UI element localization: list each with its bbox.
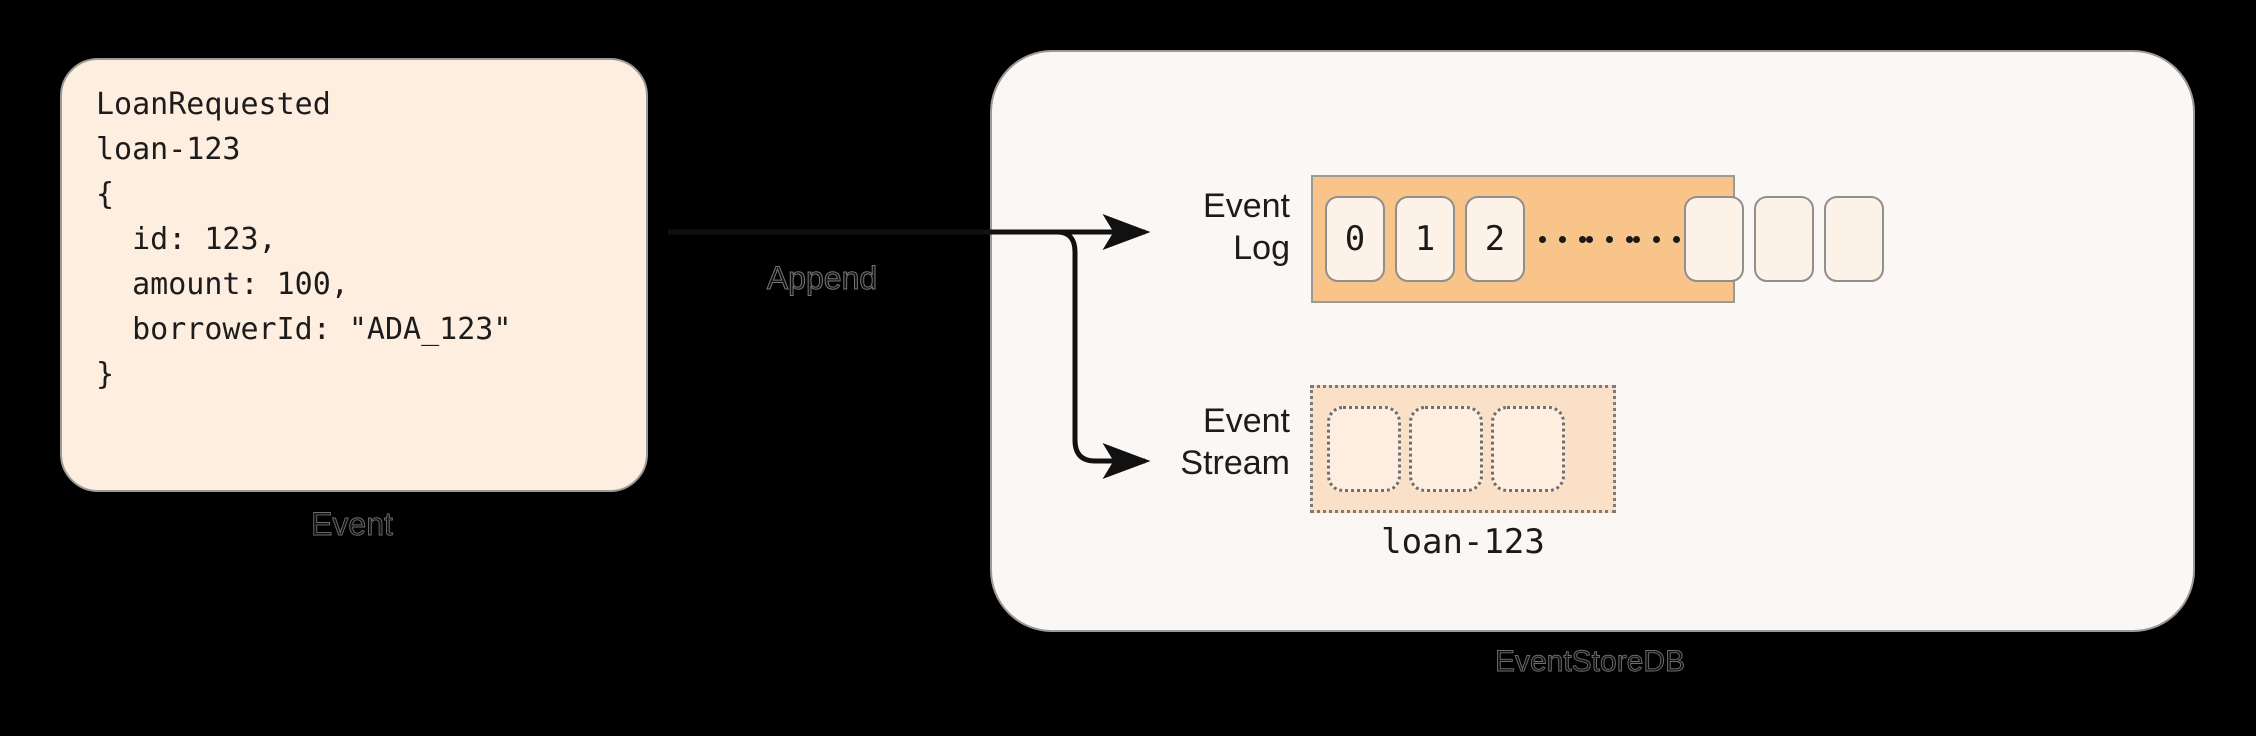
event-stream-band (1310, 385, 1616, 513)
ellipsis-dot-group (1633, 235, 1680, 243)
event-log-slot[interactable]: 1 (1395, 196, 1455, 282)
ellipsis-dot (1626, 235, 1633, 243)
eventstoredb-container (990, 50, 2195, 632)
append-arrow-label: Append (766, 260, 878, 297)
event-stream-label: Event Stream (1180, 402, 1290, 482)
event-log-empty-slot[interactable] (1824, 196, 1884, 282)
ellipsis-dot (1633, 235, 1640, 243)
event-stream-slot[interactable] (1327, 406, 1401, 492)
event-log-slot[interactable]: 0 (1325, 196, 1385, 282)
ellipsis-dot (1579, 235, 1586, 243)
event-log-ellipsis (1539, 196, 1680, 282)
event-log-slot[interactable]: 2 (1465, 196, 1525, 282)
event-card: LoanRequested loan-123 { id: 123, amount… (60, 58, 648, 492)
ellipsis-dot (1586, 235, 1593, 243)
ellipsis-dot-group (1586, 235, 1633, 243)
ellipsis-dot (1539, 235, 1546, 243)
event-payload-text: LoanRequested loan-123 { id: 123, amount… (96, 87, 512, 392)
eventstoredb-caption: EventStoreDB (1494, 645, 1686, 679)
event-card-caption: Event (311, 506, 394, 543)
ellipsis-dot (1559, 235, 1566, 243)
ellipsis-dot (1653, 235, 1660, 243)
ellipsis-dot-group (1539, 235, 1586, 243)
event-stream-slot[interactable] (1491, 406, 1565, 492)
event-log-empty-slot[interactable] (1684, 196, 1744, 282)
event-log-band: 0 1 2 (1311, 175, 1884, 303)
ellipsis-dot (1673, 235, 1680, 243)
event-log-empty-slot[interactable] (1754, 196, 1814, 282)
event-stream-name: loan-123 (1381, 522, 1545, 562)
event-stream-slot[interactable] (1409, 406, 1483, 492)
ellipsis-dot (1606, 235, 1613, 243)
event-log-label: Event Log (1203, 187, 1290, 267)
